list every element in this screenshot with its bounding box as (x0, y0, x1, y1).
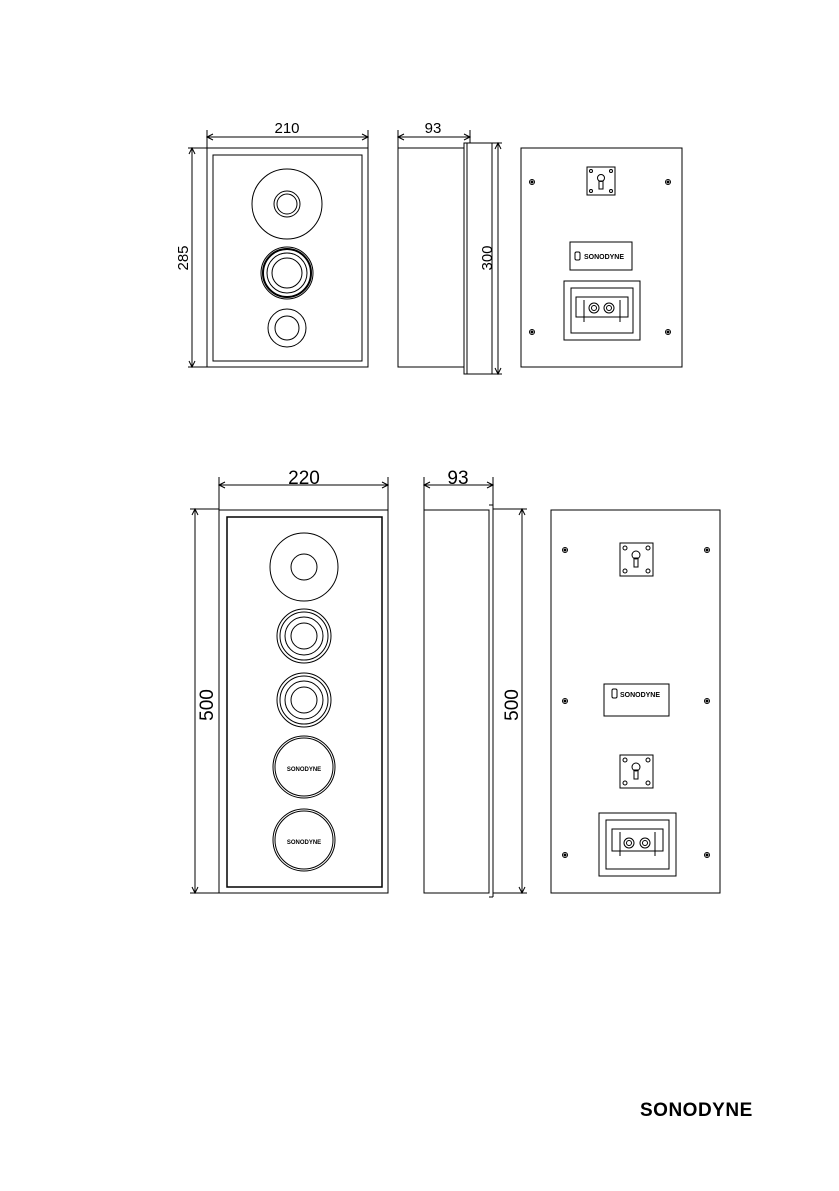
small-speaker-front-view: 210 285 (175, 120, 368, 367)
large-speaker-side-view: 93 500 (424, 468, 527, 897)
small-back-badge: SONODYNE (584, 254, 624, 261)
small-height-side-label: 300 (479, 245, 496, 270)
large-speaker-back-view: SONODYNE (551, 510, 720, 893)
small-depth-label: 93 (425, 120, 442, 137)
small-height-front-label: 285 (175, 245, 192, 270)
large-width-label: 220 (288, 468, 320, 489)
large-driver-brand-2: SONODYNE (287, 840, 321, 846)
small-width-label: 210 (274, 120, 299, 137)
large-depth-label: 93 (447, 468, 468, 489)
large-height-front-label: 500 (197, 689, 218, 721)
footer-brand-logo: SONODYNE (640, 1100, 753, 1122)
large-speaker-front-view: 220 500 SONODYNE SONODYNE (190, 468, 388, 893)
small-speaker-back-view: SONODYNE (521, 148, 682, 367)
large-back-badge: SONODYNE (620, 692, 660, 699)
large-height-side-label: 500 (502, 689, 523, 721)
large-driver-brand-1: SONODYNE (287, 767, 321, 773)
small-speaker-side-view: 93 300 (398, 120, 502, 374)
